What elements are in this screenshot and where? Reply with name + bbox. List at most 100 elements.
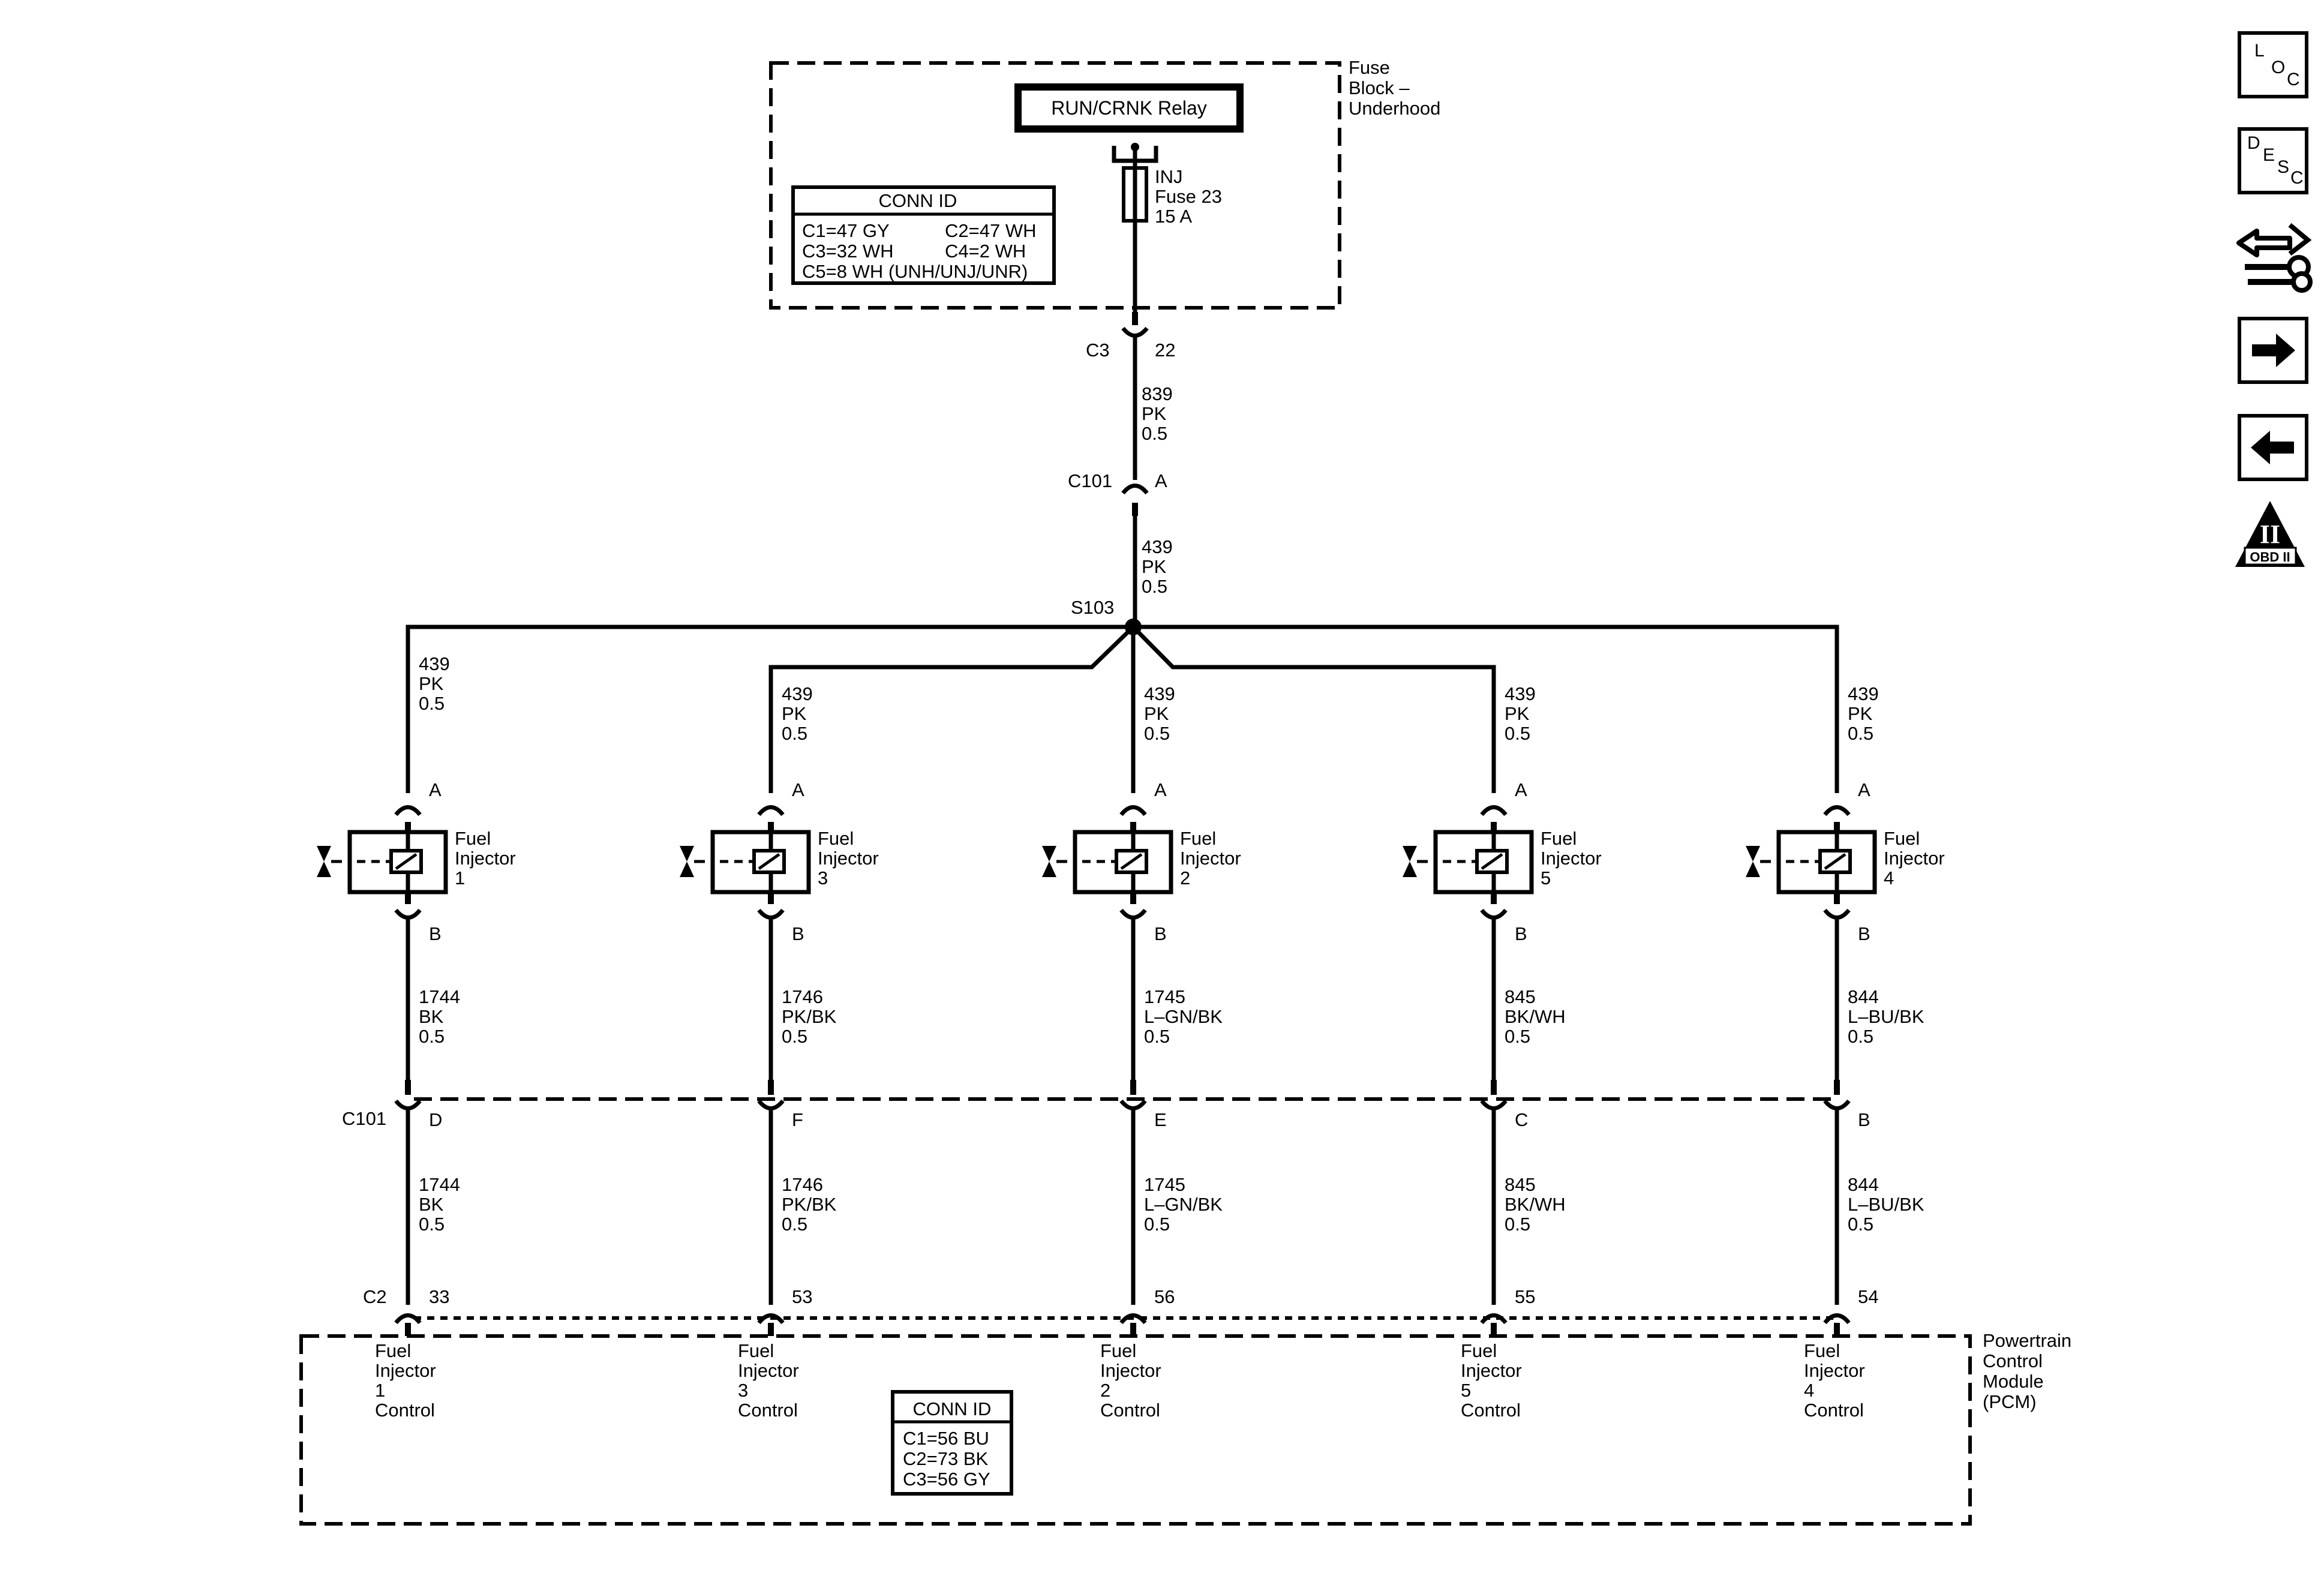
pcm-input-line2: Injector (375, 1360, 436, 1381)
conn-id-row3-a: C5=8 WH (UNH/UNJ/UNR) (802, 261, 1028, 282)
loc-button[interactable]: L O C (2238, 31, 2308, 98)
c2-pin: 33 (429, 1286, 449, 1307)
pcm-input-line3: 4 (1804, 1380, 1814, 1401)
injector-pin-b: B (1858, 923, 1870, 944)
desc-letter-e: E (2263, 145, 2275, 165)
desc-button[interactable]: D E S C (2238, 127, 2308, 194)
injector-pin-a: A (429, 779, 442, 800)
injector-pin-a: A (1515, 779, 1527, 800)
injector-ctrl-wire-gauge-lower: 0.5 (419, 1214, 445, 1235)
c2-pin: 54 (1858, 1286, 1878, 1307)
pcm-input-line3: 1 (375, 1380, 385, 1401)
desc-letter-d: D (2247, 133, 2260, 153)
c2-pin: 55 (1515, 1286, 1535, 1307)
pcm-input-line1: Fuel (375, 1340, 411, 1361)
wire-839-color: PK (1142, 403, 1167, 424)
pcm-input-line4: Control (375, 1400, 435, 1421)
injector-ctrl-wire-num-lower: 844 (1848, 1174, 1879, 1195)
pcm-input-line4: Control (1804, 1400, 1864, 1421)
previous-button[interactable] (2238, 414, 2308, 481)
injector-column-1 (317, 805, 448, 1336)
pcm-input-line3: 3 (738, 1380, 748, 1401)
injector-body (1073, 830, 1173, 894)
injector-feed-wire-num: 439 (419, 653, 450, 674)
fuse-label-1: INJ (1155, 166, 1183, 187)
injector-ctrl-wire-gauge: 0.5 (1144, 1026, 1170, 1047)
injector-feed-wire-num: 439 (1144, 683, 1175, 704)
injector-ctrl-wire-num-lower: 1746 (782, 1174, 823, 1195)
relay-label: RUN/CRNK Relay (1051, 97, 1207, 119)
valve-icon (1403, 846, 1417, 877)
c101-top-pin: A (1155, 470, 1167, 491)
obd-ii-icon: II OBD II (2235, 501, 2305, 567)
injector-pin-b: B (429, 923, 442, 944)
injector-name-line3: 3 (818, 867, 828, 888)
injector-ctrl-wire-gauge-lower: 0.5 (1848, 1214, 1873, 1235)
injector-feed-wire-gauge: 0.5 (1144, 723, 1170, 744)
obd-numeral: II (2260, 520, 2280, 549)
wire-439-main-color: PK (1142, 556, 1167, 577)
injector-name-line2: Injector (1180, 848, 1241, 869)
wire-839-gauge: 0.5 (1142, 423, 1167, 444)
fuse-block-title-3: Underhood (1349, 98, 1440, 119)
pcm-outline (299, 1334, 1972, 1526)
c101-bottom-label: C101 (342, 1108, 386, 1129)
injector-ctrl-wire-gauge: 0.5 (1505, 1026, 1530, 1047)
injector-feed-wire-color: PK (1144, 703, 1169, 724)
left-arrow-icon (2251, 431, 2294, 464)
loc-letter-l: L (2254, 41, 2265, 61)
injector-pin-a: A (792, 779, 804, 800)
pcm-input-line2: Injector (1804, 1360, 1865, 1381)
injector-ctrl-wire-gauge-lower: 0.5 (782, 1214, 807, 1235)
conn-id-row1-b: C2=47 WH (945, 220, 1036, 241)
injector-name-line3: 1 (455, 867, 465, 888)
injector-ctrl-wire-color-lower: PK/BK (782, 1194, 837, 1215)
pcm-input-line4: Control (1100, 1400, 1160, 1421)
injector-ctrl-wire-num: 1744 (419, 986, 460, 1007)
injector-feed-wire-color: PK (782, 703, 807, 724)
wire-439-main-num: 439 (1142, 536, 1173, 557)
injector-name-line2: Injector (455, 848, 516, 869)
injector-name-line2: Injector (818, 848, 879, 869)
fuse-label-2: Fuse 23 (1155, 186, 1222, 207)
pcm-input-line4: Control (738, 1400, 798, 1421)
injector-name-line3: 2 (1180, 867, 1190, 888)
injector-name-line2: Injector (1884, 848, 1945, 869)
injector-name-line3: 4 (1884, 867, 1894, 888)
obd-ii-button[interactable]: II OBD II (2233, 498, 2308, 573)
conn-id-pcm-row3: C3=56 GY (903, 1469, 990, 1490)
c101-top-label: C101 (1068, 470, 1112, 491)
tool-icon-button[interactable] (2233, 219, 2314, 294)
pcm-input-line2: Injector (1461, 1360, 1522, 1381)
injector-feed-wire-color: PK (419, 673, 444, 694)
injector-ctrl-wire-color: L–GN/BK (1144, 1006, 1223, 1027)
pcm-title-1: Powertrain (1983, 1330, 2071, 1351)
injector-name-line1: Fuel (1884, 828, 1920, 849)
injector-ctrl-wire-num: 845 (1505, 986, 1536, 1007)
injector-ctrl-wire-color-lower: BK (419, 1194, 444, 1215)
c3-pin: 22 (1155, 340, 1175, 361)
c101-bottom-pin: F (792, 1109, 803, 1130)
wrench-arrows-icon (2236, 223, 2313, 293)
loc-letter-c: C (2287, 70, 2300, 89)
fuse-block-title-2: Block – (1349, 77, 1410, 98)
injector-pin-b: B (1154, 923, 1167, 944)
injector-ctrl-wire-color: BK/WH (1505, 1006, 1566, 1027)
injector-ctrl-wire-num: 1745 (1144, 986, 1185, 1007)
conn-id-title-top: CONN ID (879, 190, 957, 211)
injector-name-line2: Injector (1541, 848, 1602, 869)
loc-letter-o: O (2271, 58, 2286, 77)
pcm-input-line3: 5 (1461, 1380, 1471, 1401)
injector-ctrl-wire-color-lower: L–BU/BK (1848, 1194, 1924, 1215)
injector-feed-wire-num: 439 (782, 683, 813, 704)
injector-ctrl-wire-color: L–BU/BK (1848, 1006, 1924, 1027)
next-button[interactable] (2238, 317, 2308, 384)
pcm-title-3: Module (1983, 1371, 2044, 1392)
desc-letter-c: C (2290, 168, 2304, 188)
c101-bottom-pin: D (429, 1109, 442, 1130)
pcm-input-line1: Fuel (1804, 1340, 1840, 1361)
conn-id-row2-b: C4=2 WH (945, 241, 1026, 262)
fuse-label-3: 15 A (1155, 206, 1192, 227)
right-arrow-icon (2252, 334, 2295, 367)
splice-label: S103 (1071, 597, 1114, 618)
